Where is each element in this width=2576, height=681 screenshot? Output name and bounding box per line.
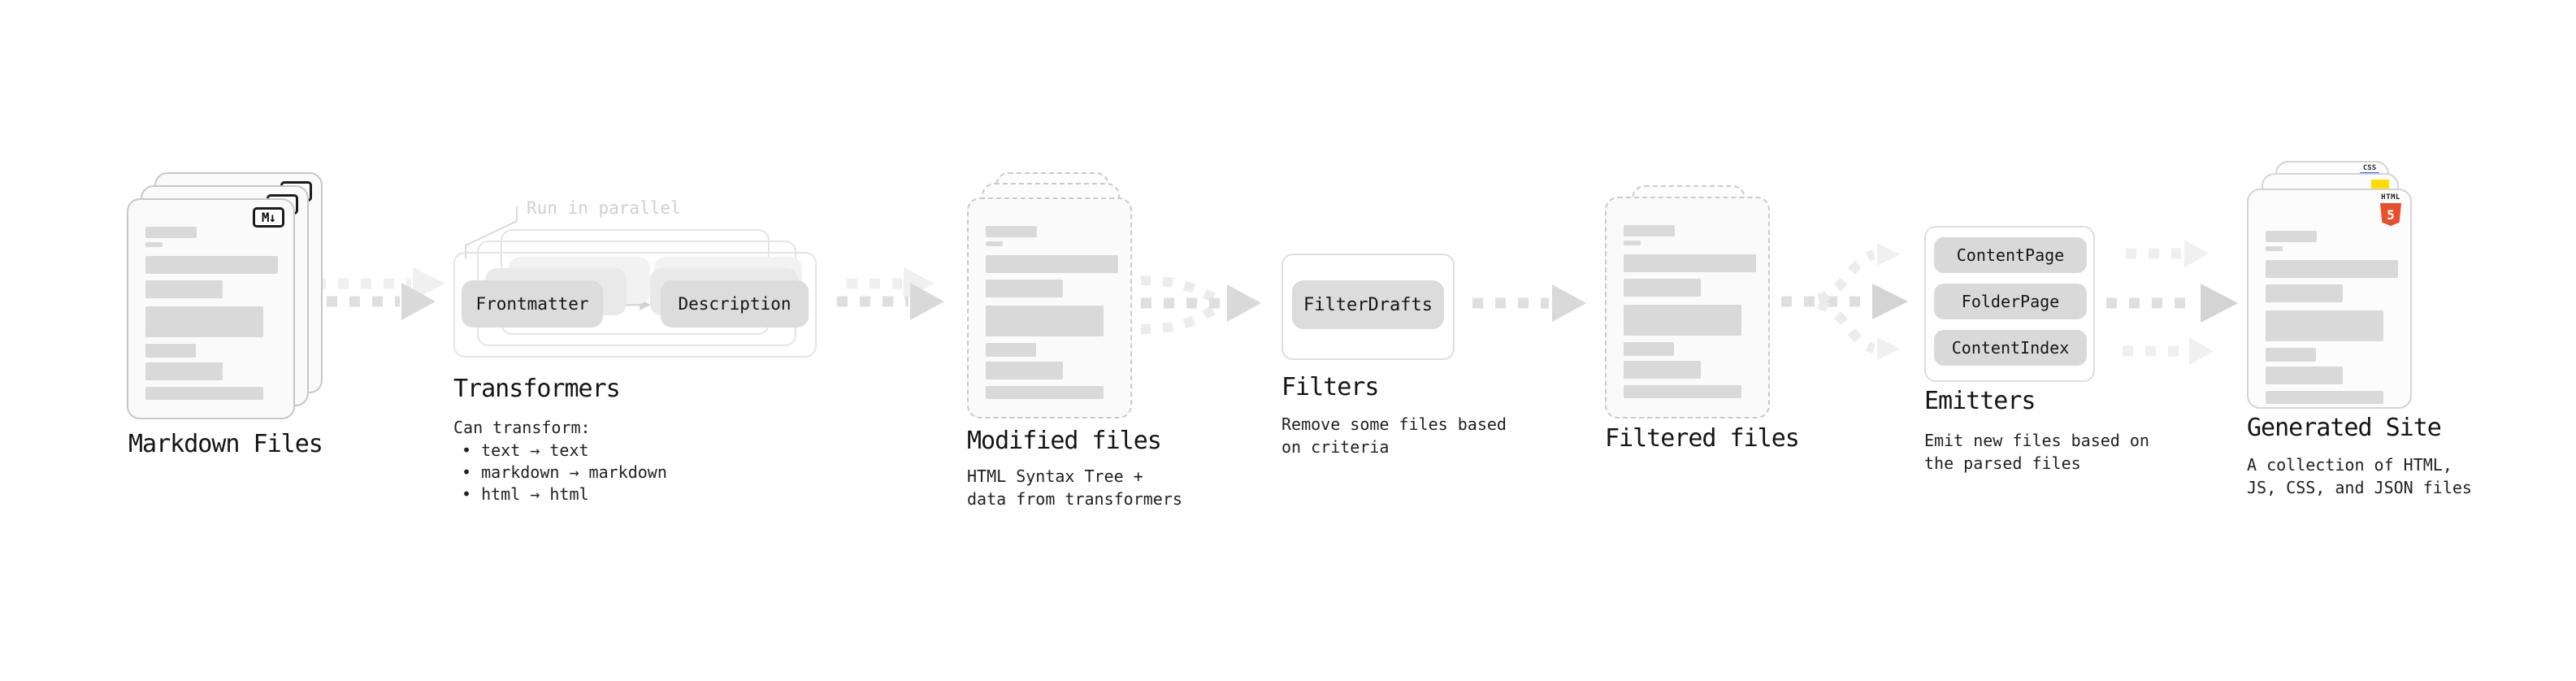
placeholder-text-bar <box>145 227 197 238</box>
arrow-filters-to-filtered <box>1472 284 1586 322</box>
arrow-markdown-to-transformers <box>304 267 445 320</box>
placeholder-text-bar <box>145 242 163 247</box>
markdown-icon: M↓ <box>253 207 284 228</box>
description-pill: Description <box>661 280 809 327</box>
arrow-filtered-to-emitters <box>1781 243 1908 360</box>
placeholder-text-bar <box>986 386 1104 399</box>
placeholder-text-bar <box>2266 310 2383 341</box>
modified-file-card-front <box>967 197 1132 419</box>
document-placeholder-bars <box>2266 231 2398 404</box>
placeholder-text-bar <box>145 387 263 400</box>
filters-heading: Filters <box>1281 373 1379 401</box>
placeholder-text-bar <box>1624 385 1741 398</box>
modified-files-label: Modified files <box>967 427 1162 455</box>
transformers-heading: Transformers <box>453 375 621 403</box>
html5-number: 5 <box>2387 206 2395 223</box>
generated-site-subtitle: A collection of HTML, JS, CSS, and JSON … <box>2247 455 2472 497</box>
document-placeholder-bars <box>145 200 279 400</box>
js-file-icon <box>2371 180 2389 189</box>
html5-shield: 5 <box>2380 203 2401 226</box>
placeholder-text-bar <box>2266 391 2383 404</box>
placeholder-text-bar <box>986 280 1063 297</box>
modified-files-subtitle: HTML Syntax Tree + data from transformer… <box>967 466 1182 509</box>
transformer-box-front <box>453 252 817 358</box>
filters-subtitle: Remove some files based on criteria <box>1281 414 1507 457</box>
transformers-bullet-list: • text → text • markdown → markdown • ht… <box>453 440 667 505</box>
emitters-subtitle: Emit new files based on the parsed files <box>1924 431 2149 473</box>
placeholder-text-bar <box>1624 279 1701 297</box>
filterdrafts-pill: FilterDrafts <box>1292 280 1444 329</box>
placeholder-text-bar <box>145 280 223 298</box>
placeholder-text-bar <box>986 306 1104 336</box>
css-label: CSS <box>2362 164 2377 172</box>
frontmatter-pill: Frontmatter <box>462 280 603 327</box>
placeholder-text-bar <box>2266 246 2283 251</box>
bullet-item: • html → html <box>462 484 589 504</box>
placeholder-text-bar <box>2266 231 2317 242</box>
placeholder-text-bar <box>145 256 278 274</box>
html5-icon: HTML 5 <box>2380 194 2401 226</box>
placeholder-text-bar <box>986 226 1037 237</box>
placeholder-text-bar <box>1624 254 1756 272</box>
placeholder-text-bar <box>145 306 263 337</box>
transformers-subheading: Can transform: <box>453 418 591 437</box>
document-placeholder-bars <box>986 199 1118 399</box>
placeholder-text-bar <box>145 344 196 358</box>
bullet-item: • text → text <box>462 440 589 460</box>
emitters-heading: Emitters <box>1924 387 2036 415</box>
markdown-file-card-front: M↓ <box>127 198 295 419</box>
folderpage-pill: FolderPage <box>1934 284 2087 319</box>
placeholder-text-bar <box>1624 342 1674 356</box>
filtered-files-label: Filtered files <box>1605 424 1800 453</box>
document-placeholder-bars <box>1624 198 1756 398</box>
placeholder-text-bar <box>1624 305 1741 336</box>
placeholder-text-bar <box>1624 225 1675 236</box>
placeholder-text-bar <box>145 362 223 380</box>
arrow-modified-to-filters <box>1140 275 1261 334</box>
contentindex-pill: ContentIndex <box>1934 330 2087 366</box>
filtered-file-card-front <box>1605 197 1770 419</box>
arrow-transformers-to-modified <box>837 267 944 320</box>
run-in-parallel-note: Run in parallel <box>527 198 681 218</box>
generated-site-label: Generated Site <box>2247 414 2442 442</box>
arrow-emitters-to-generated <box>2106 240 2238 365</box>
placeholder-text-bar <box>1624 241 1641 245</box>
markdown-files-label: Markdown Files <box>128 430 323 458</box>
placeholder-text-bar <box>2266 367 2343 384</box>
placeholder-text-bar <box>986 343 1036 357</box>
site-card-html: HTML 5 <box>2247 189 2412 409</box>
placeholder-text-bar <box>2266 284 2343 302</box>
placeholder-text-bar <box>986 255 1118 273</box>
bullet-item: • markdown → markdown <box>462 462 667 482</box>
placeholder-text-bar <box>2266 348 2316 362</box>
html5-label: HTML <box>2381 193 2400 202</box>
placeholder-text-bar <box>986 362 1063 380</box>
placeholder-text-bar <box>986 241 1003 246</box>
contentpage-pill: ContentPage <box>1934 237 2087 273</box>
placeholder-text-bar <box>1624 361 1701 379</box>
placeholder-text-bar <box>2266 260 2398 278</box>
